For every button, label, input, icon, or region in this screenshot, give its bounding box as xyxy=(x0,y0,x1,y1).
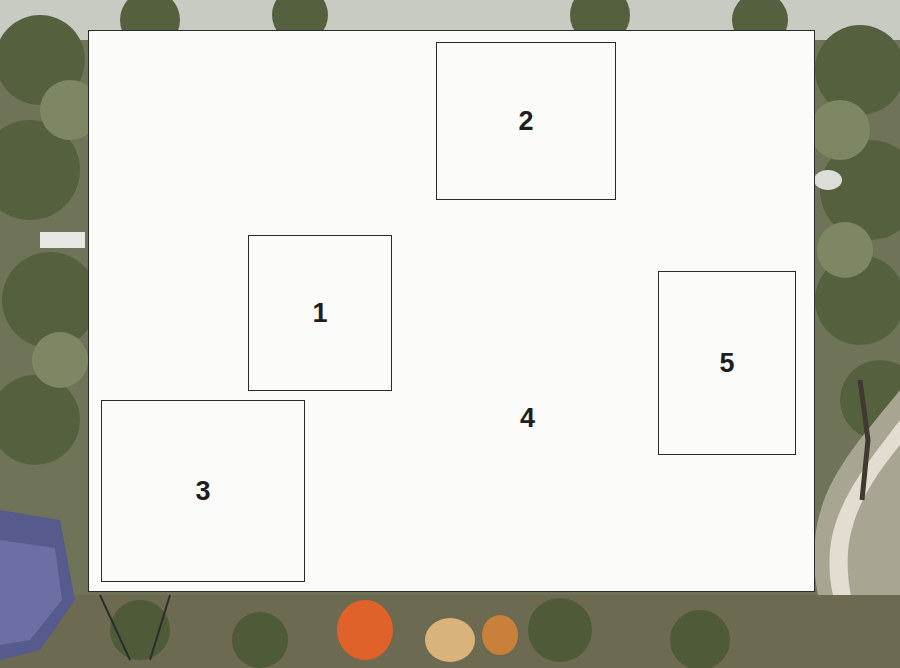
region-number: 3 xyxy=(195,478,210,505)
region-box: 1 xyxy=(248,235,392,391)
region-number: 1 xyxy=(312,300,327,327)
region-number: 2 xyxy=(518,108,533,135)
region-box: 2 xyxy=(436,42,616,200)
region-box: 5 xyxy=(658,271,796,455)
region-number: 4 xyxy=(520,405,535,432)
region-area: 4 2 1 5 3 xyxy=(88,30,815,592)
region-number: 5 xyxy=(719,350,734,377)
region-box: 3 xyxy=(101,400,305,582)
